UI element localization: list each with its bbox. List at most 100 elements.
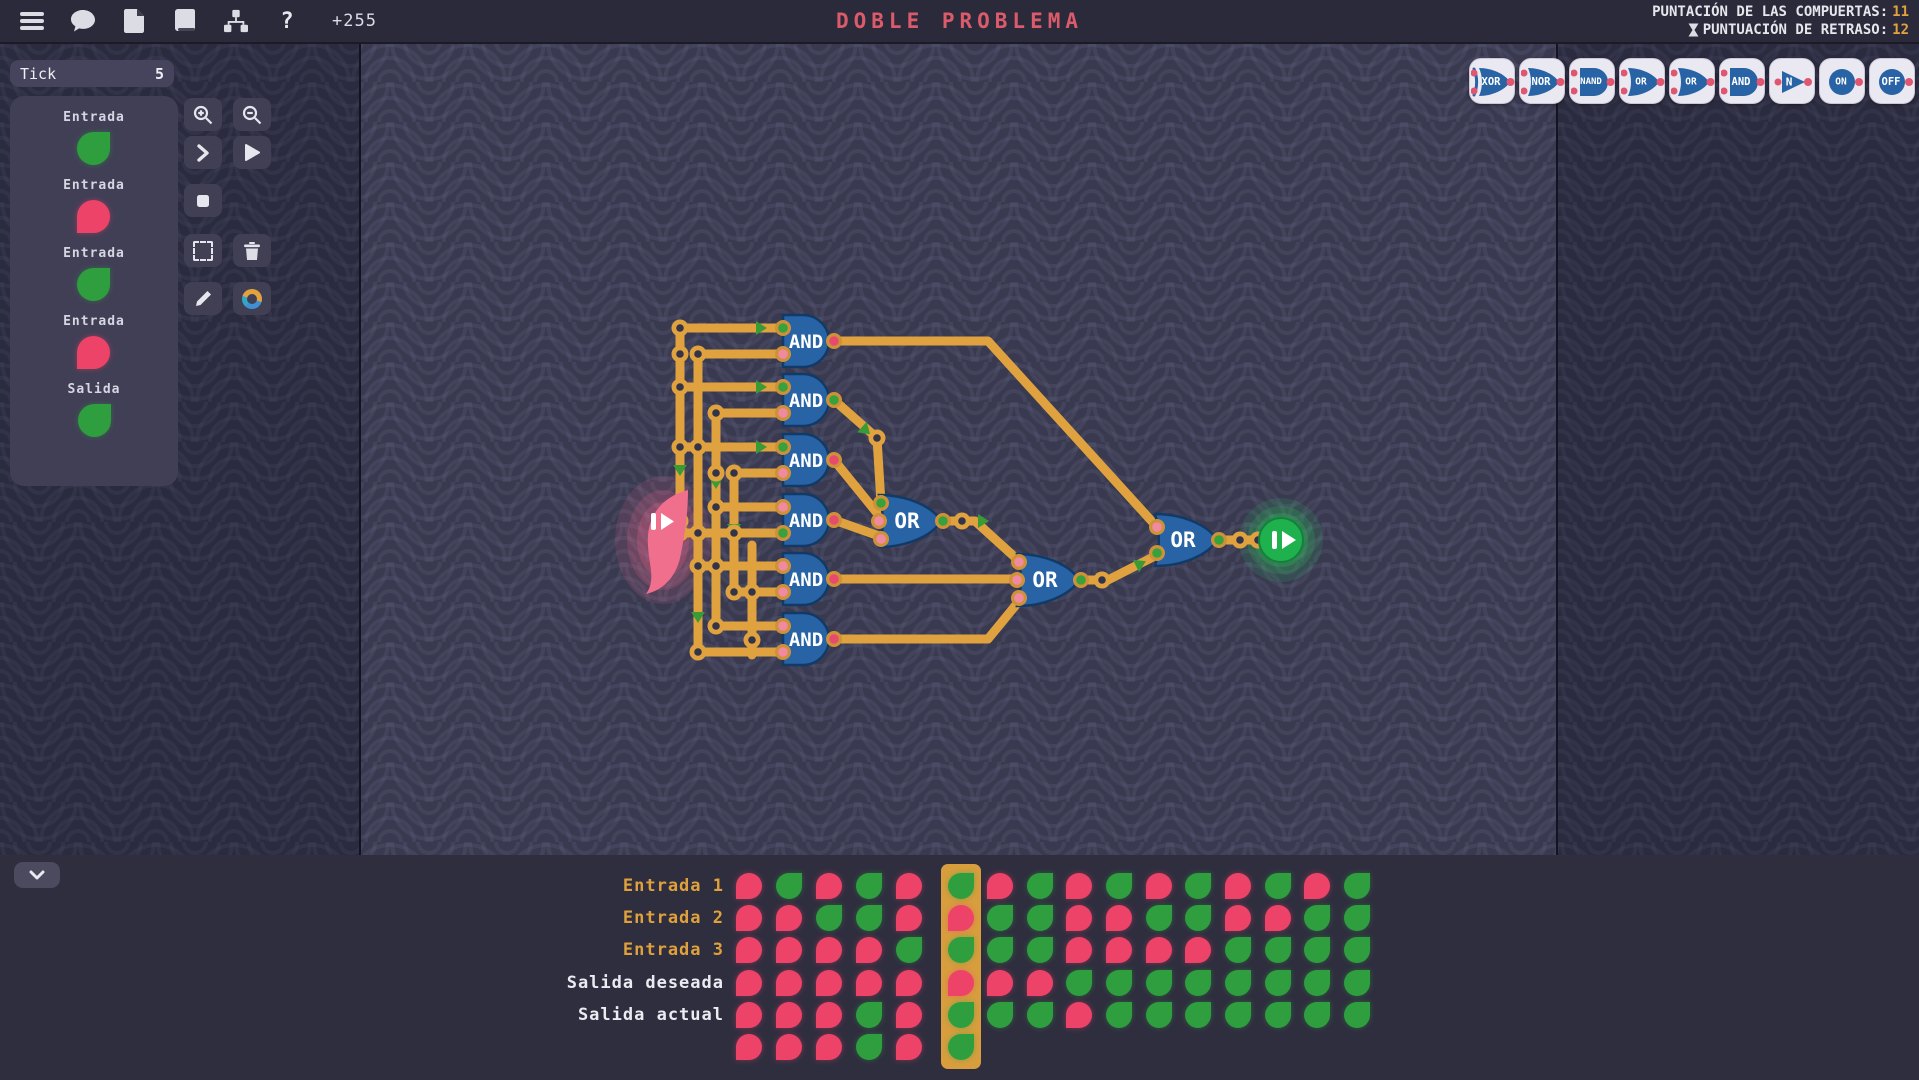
truth-table-cell xyxy=(1225,937,1251,963)
palette-gate-or-3[interactable]: OR xyxy=(1619,58,1665,104)
truth-table-cell xyxy=(1146,873,1172,899)
gate-label: OR xyxy=(1032,568,1058,592)
io-item-entrada-3: Entrada xyxy=(63,314,125,369)
help-icon[interactable]: ? xyxy=(275,8,299,34)
truth-table-cell xyxy=(776,873,802,899)
edit-button[interactable] xyxy=(184,282,222,315)
left-divider xyxy=(359,42,361,855)
book-icon[interactable] xyxy=(173,9,197,33)
truth-table-cell xyxy=(987,873,1013,899)
truth-table-cell xyxy=(896,873,922,899)
io-state-blob[interactable] xyxy=(77,200,111,233)
palette-gate-or-4[interactable]: OR xyxy=(1669,58,1715,104)
truth-table-cell xyxy=(1027,1002,1053,1028)
io-item-entrada-0: Entrada xyxy=(63,110,125,165)
wire-junctions xyxy=(671,319,1267,661)
zoom-out-button[interactable] xyxy=(233,98,271,131)
truth-table-cell xyxy=(948,937,974,963)
play-icon xyxy=(1272,531,1296,549)
palette-gate-label: N xyxy=(1786,76,1793,89)
gates[interactable] xyxy=(781,313,1219,667)
palette-gate-xor-0[interactable]: XOR xyxy=(1469,58,1515,104)
io-state-blob[interactable] xyxy=(77,268,111,301)
score-panel: PUNTACIÓN DE LAS COMPUERTAS: 11 PUNTUACI… xyxy=(1652,3,1909,39)
step-button[interactable] xyxy=(184,136,222,169)
truth-table-cell xyxy=(1027,970,1053,996)
gates-score-row: PUNTACIÓN DE LAS COMPUERTAS: 11 xyxy=(1652,3,1909,21)
truth-table-cell xyxy=(987,1002,1013,1028)
truth-table-cell xyxy=(1106,1002,1132,1028)
gate-label: AND xyxy=(789,569,823,591)
truth-table-cell xyxy=(1106,873,1132,899)
palette-gate-n-6[interactable]: N xyxy=(1769,58,1815,104)
theme-wheel-icon xyxy=(242,288,262,309)
truth-table-cell xyxy=(856,937,882,963)
tick-counter[interactable]: Tick 5 xyxy=(10,60,174,87)
io-state-blob[interactable] xyxy=(77,336,111,369)
top-bar: ? +255 DOBLE PROBLEMA PUNTACIÓN DE LAS C… xyxy=(0,0,1919,44)
truth-table-cell xyxy=(736,873,762,899)
io-item-salida-4: Salida xyxy=(68,382,121,437)
truth-table-cell xyxy=(856,970,882,996)
truth-table-cell xyxy=(816,1002,842,1028)
tick-value: 5 xyxy=(154,64,164,83)
palette-gate-off-8[interactable]: OFF xyxy=(1869,58,1915,104)
truth-table-cell xyxy=(948,970,974,996)
truth-table-cell xyxy=(896,1002,922,1028)
palette-gate-nor-1[interactable]: NOR xyxy=(1519,58,1565,104)
circuit-canvas[interactable]: AND AND AND AND AND AND OR OR OR xyxy=(0,42,1919,855)
select-area-button[interactable] xyxy=(184,234,222,267)
io-item-label: Entrada xyxy=(63,246,125,261)
truth-table-cell xyxy=(816,970,842,996)
palette-gate-nand-2[interactable]: NAND xyxy=(1569,58,1615,104)
gate-label: AND xyxy=(789,390,823,412)
delay-score-value: 12 xyxy=(1892,22,1909,38)
tick-label: Tick xyxy=(20,64,57,83)
truth-table-cell xyxy=(1146,970,1172,996)
truth-table-cell xyxy=(1344,970,1370,996)
truth-table-cell xyxy=(896,970,922,996)
delete-button[interactable] xyxy=(233,234,271,267)
help-label: ? xyxy=(280,8,294,34)
truth-table-cell xyxy=(1304,1002,1330,1028)
palette-gate-label: XOR xyxy=(1482,76,1502,88)
page-title: DOBLE PROBLEMA xyxy=(835,9,1084,33)
tree-icon[interactable] xyxy=(224,9,248,33)
truth-table-row-label: Salida deseada xyxy=(566,973,724,993)
palette-gate-and-5[interactable]: AND xyxy=(1719,58,1765,104)
play-icon xyxy=(651,513,674,530)
chevron-down-icon xyxy=(29,870,45,880)
truth-table-cell xyxy=(896,937,922,963)
palette-gate-on-7[interactable]: ON xyxy=(1819,58,1865,104)
truth-table-cell xyxy=(948,905,974,931)
truth-table-cell xyxy=(1265,1002,1291,1028)
truth-table-cell xyxy=(1225,970,1251,996)
truth-table-cell xyxy=(1225,1002,1251,1028)
truth-table-cell xyxy=(896,1034,922,1060)
input-marker[interactable] xyxy=(646,490,688,594)
play-button[interactable] xyxy=(233,136,271,169)
collapse-panel-button[interactable] xyxy=(14,862,60,888)
truth-table-cell xyxy=(1185,873,1211,899)
menu-icon[interactable] xyxy=(20,9,44,33)
io-item-label: Entrada xyxy=(63,178,125,193)
output-node[interactable] xyxy=(1258,517,1304,563)
stop-button[interactable] xyxy=(184,184,222,217)
gates-score-label: PUNTACIÓN DE LAS COMPUERTAS: xyxy=(1652,4,1889,20)
palette-gate-label: NOR xyxy=(1532,76,1552,88)
io-state-blob[interactable] xyxy=(77,132,111,165)
file-icon[interactable] xyxy=(122,9,146,33)
gate-or-3 xyxy=(1153,512,1219,568)
palette-gate-label: ON xyxy=(1835,77,1847,88)
truth-table-cell xyxy=(736,937,762,963)
step-forward-icon xyxy=(197,143,209,162)
chat-icon[interactable] xyxy=(71,9,95,33)
truth-table-cell xyxy=(736,1002,762,1028)
theme-button[interactable] xyxy=(233,282,271,315)
zoom-in-button[interactable] xyxy=(184,98,222,131)
truth-table-cell xyxy=(1344,905,1370,931)
io-state-blob xyxy=(77,404,111,437)
delay-score-row: PUNTUACIÓN DE RETRASO: 12 xyxy=(1652,21,1909,39)
gate-label: AND xyxy=(789,510,823,532)
truth-table-cell xyxy=(948,1034,974,1060)
